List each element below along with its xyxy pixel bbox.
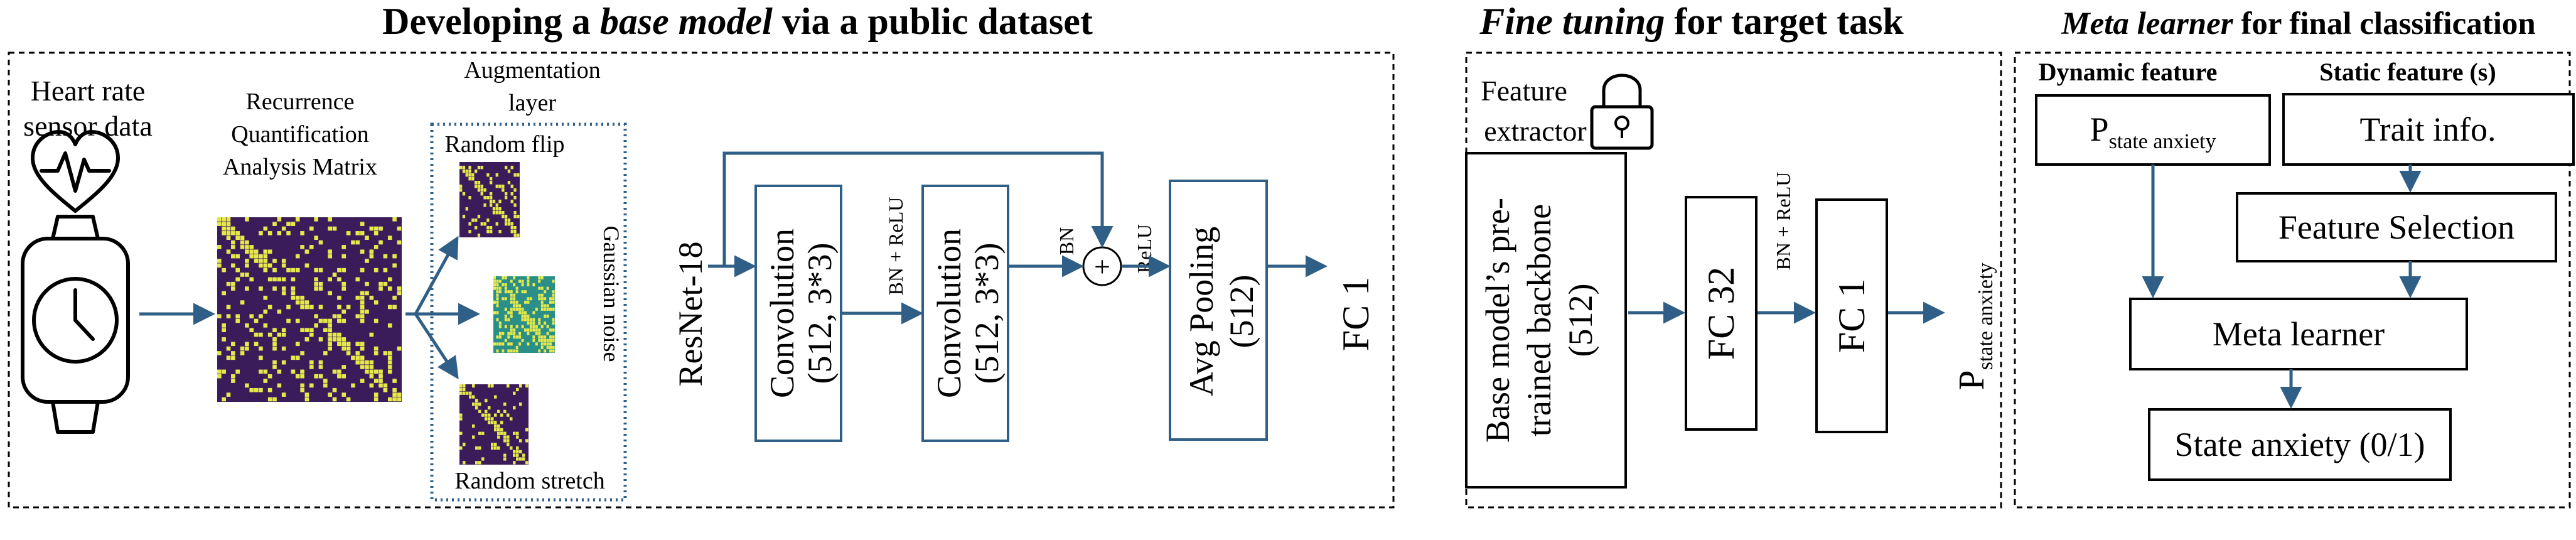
random-flip-image xyxy=(459,162,520,237)
resnet-label: ResNet-18 xyxy=(672,242,709,387)
meta-learner-box xyxy=(2129,298,2468,370)
base-fc1-label: FC 1 xyxy=(1335,277,1377,351)
arrow-skip-connection xyxy=(722,151,1114,266)
fine-fc1-label: FC 1 xyxy=(1831,279,1872,353)
state-anxiety-output-label: State anxiety (0/1) xyxy=(2175,426,2425,463)
backbone-label-line2: trained backbone xyxy=(1520,204,1558,436)
trait-info-label: Trait info. xyxy=(2359,111,2496,148)
avg-pool-box xyxy=(1169,180,1268,441)
state-anxiety-output-box xyxy=(2148,408,2452,481)
bn-relu-label-1: BN + ReLU xyxy=(884,197,907,296)
fine-bn-relu-label: BN + ReLU xyxy=(1772,172,1795,271)
feature-extractor-line1: Feature xyxy=(1481,75,1567,107)
fc32-box xyxy=(1685,196,1758,431)
backbone-label-line1: Base model’s pre- xyxy=(1479,198,1516,443)
trait-info-box xyxy=(2282,93,2575,166)
random-flip-label: Random flip xyxy=(444,131,564,158)
dynamic-feature-header: Dynamic feature xyxy=(2039,58,2218,86)
meta-panel-title: Meta learner for final classification xyxy=(2061,6,2536,41)
backbone-label-line3: (512) xyxy=(1562,284,1599,357)
fine-panel-title: Fine tuning for target task xyxy=(1479,1,1904,42)
fine-output-label: Pstate anxiety xyxy=(1951,262,1997,390)
rqa-label-line1: Recurrence xyxy=(246,89,355,115)
random-stretch-image xyxy=(459,384,529,465)
gaussian-noise-image xyxy=(493,276,555,353)
base-panel-title: Developing a base model via a public dat… xyxy=(382,1,1093,42)
conv1-label-line2: (512, 3*3) xyxy=(801,243,839,384)
rqa-label-line3: Analysis Matrix xyxy=(223,154,377,180)
lock-icon xyxy=(1590,73,1654,150)
p-state-anxiety-box xyxy=(2035,94,2271,166)
avg-pool-label-line2: (512) xyxy=(1223,275,1260,348)
watch-icon xyxy=(21,215,130,434)
fc32-label: FC 32 xyxy=(1700,267,1742,360)
gaussian-noise-label: Gaussian noise xyxy=(599,226,624,362)
meta-learner-label: Meta learner xyxy=(2213,315,2385,353)
static-feature-header: Static feature (s) xyxy=(2319,58,2496,86)
feature-selection-box xyxy=(2236,192,2557,262)
aug-label-line1: Augmentation xyxy=(464,57,600,84)
avg-pool-label-line1: Avg Pooling xyxy=(1183,227,1220,397)
conv1-box xyxy=(754,185,842,442)
heart-icon xyxy=(31,130,120,213)
bn-label: BN xyxy=(1055,227,1078,255)
rqa-matrix-image xyxy=(217,217,402,402)
fine-fc1-box xyxy=(1815,198,1888,433)
conv2-label-line2: (512, 3*3) xyxy=(968,243,1006,384)
aug-label-line2: layer xyxy=(508,90,556,116)
base-panel-frame xyxy=(8,51,1395,509)
arrow-to-stretch xyxy=(414,313,459,380)
backbone-box xyxy=(1465,152,1627,489)
sum-node-symbol: + xyxy=(1094,251,1110,283)
random-stretch-label: Random stretch xyxy=(454,468,605,494)
p-state-anxiety-label: Pstate anxiety xyxy=(2090,111,2216,153)
feature-extractor-line2: extractor xyxy=(1484,115,1586,147)
arrow-to-flip xyxy=(414,235,459,315)
augmentation-frame xyxy=(430,122,627,502)
rqa-label-line2: Quantification xyxy=(231,121,368,148)
sensor-label-line1: Heart rate xyxy=(31,75,146,107)
conv2-box xyxy=(921,185,1009,442)
meta-panel-frame xyxy=(2014,51,2571,509)
feature-selection-label: Feature Selection xyxy=(2278,208,2514,246)
conv1-label-line1: Convolution xyxy=(763,229,801,398)
conv2-label-line1: Convolution xyxy=(930,229,968,398)
